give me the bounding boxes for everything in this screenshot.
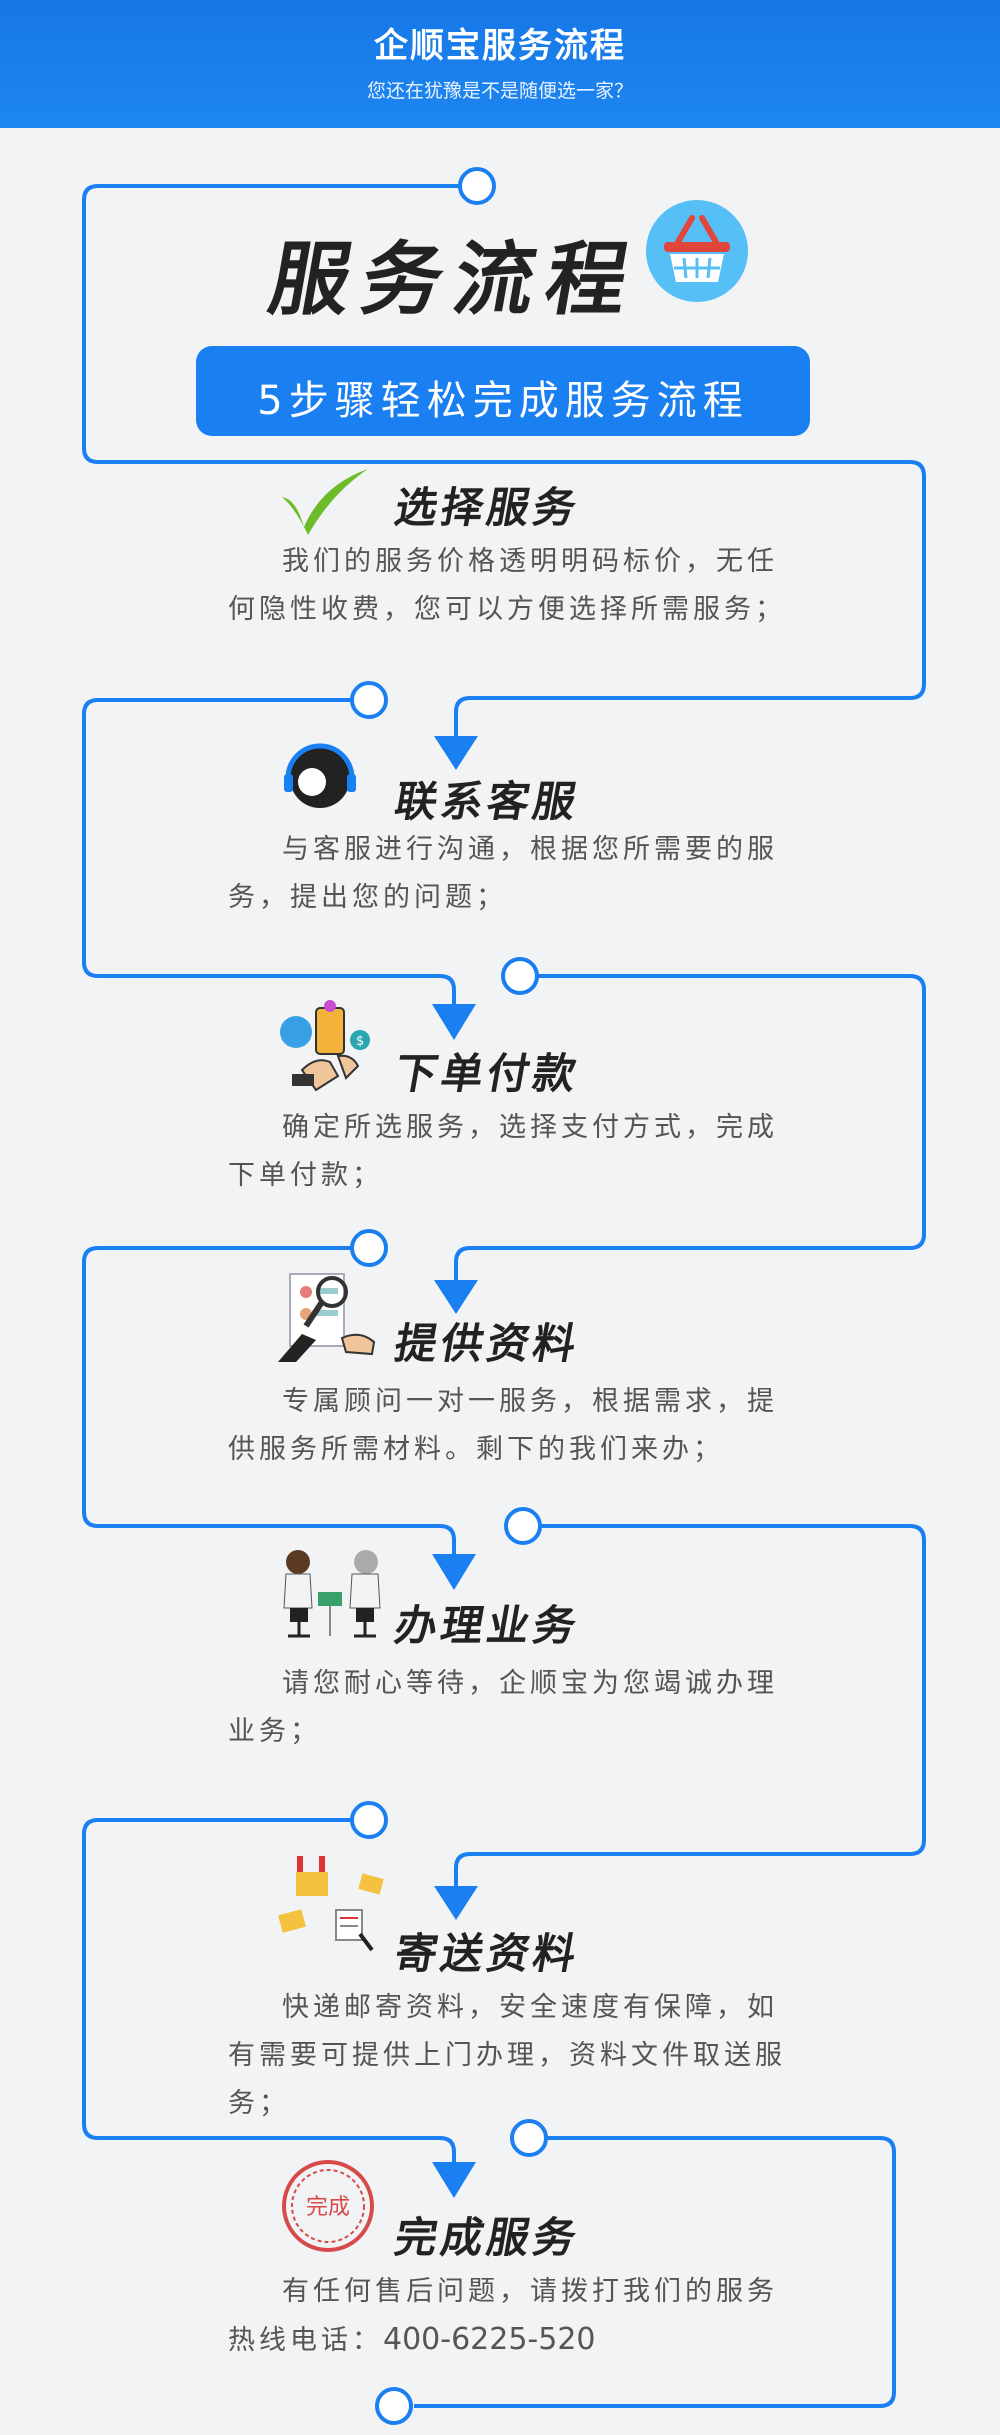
steps-subtitle-banner: 5步骤轻松完成服务流程 [196,346,810,436]
step-2-title: 联系客服 [391,777,584,826]
step-4-title: 提供资料 [391,1319,584,1368]
delivery-parcel-icon [276,1854,388,1958]
step-3-description: 确定所选服务，选择支付方式，完成下单付款； [228,1112,778,1191]
page-title: 企顺宝服务流程 [374,26,626,66]
step-5-title: 办理业务 [391,1601,584,1650]
step-2-description: 与客服进行沟通，根据您所需要的服务，提出您的问题； [228,834,778,913]
step-4-description: 专属顾问一对一服务，根据需求，提供服务所需材料。剩下的我们来办； [228,1386,778,1465]
svg-text:完成: 完成 [306,2195,350,2220]
step-6-title: 寄送资料 [391,1929,584,1978]
shopping-basket-icon [646,200,748,302]
step-1-description: 我们的服务价格透明明码标价，无任何隐性收费，您可以方便选择所需服务； [228,546,786,625]
step-7-desc-text: 有任何售后问题，请拨打我们的服务热线电话： [228,2276,778,2356]
mobile-payment-icon: $ [276,1000,376,1100]
step-3-title: 下单付款 [391,1049,584,1098]
office-workers-icon [272,1546,392,1642]
step-5-description: 请您耐心等待，企顺宝为您竭诚办理业务； [228,1668,778,1747]
step-1-title: 选择服务 [391,483,584,532]
completed-stamp-icon: 完成 [280,2158,376,2258]
page-header: 企顺宝服务流程 您还在犹豫是不是随便选一家？ [0,0,1000,128]
svg-text:$: $ [356,1034,364,1049]
section-big-title: 服务流程 [262,233,648,326]
steps-subtitle-text: 5步骤轻松完成服务流程 [257,378,749,424]
step-6-description: 快递邮寄资料，安全速度有保障，如有需要可提供上门办理，资料文件取送服务； [228,1992,786,2119]
page-subtitle: 您还在犹豫是不是随便选一家？ [366,80,633,102]
magnifier-documents-icon [276,1268,380,1368]
step-7-title: 完成服务 [391,2213,584,2262]
service-hotline-phone: 400-6225-520 [383,2322,596,2357]
customer-service-headset-icon [282,738,358,822]
step-7-description: 有任何售后问题，请拨打我们的服务热线电话：400-6225-520 [228,2268,788,2365]
checkmark-icon [276,465,372,541]
